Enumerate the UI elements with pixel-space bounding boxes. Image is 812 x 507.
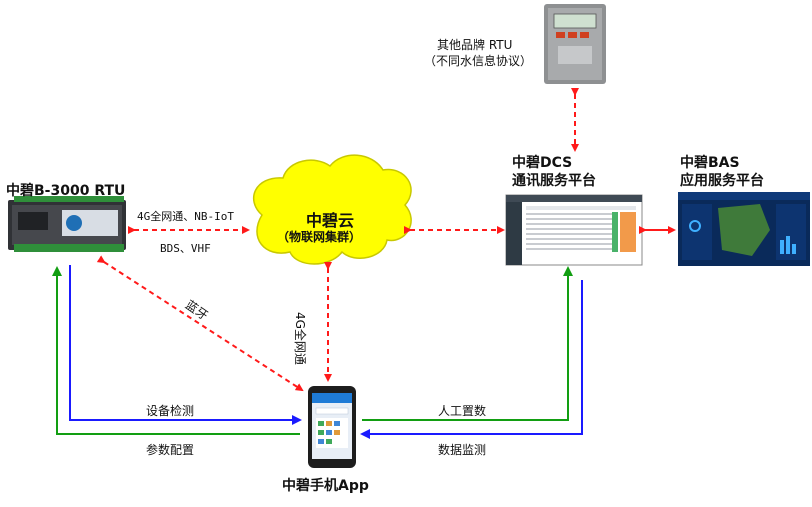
device-detect-label: 设备检测 [146, 404, 195, 418]
rtu-device-image [8, 196, 126, 252]
link-app-to-dcs-manual [362, 266, 573, 421]
rtu-title: 中碧B-3000 RTU [6, 183, 126, 199]
bas-title-line2: 应用服务平台 [680, 173, 764, 189]
cloud-title: 中碧云 [306, 211, 355, 230]
link-app-to-rtu-config [52, 266, 300, 435]
link-dcs-to-app-monitor [360, 280, 583, 439]
phone-image [308, 386, 356, 468]
bas-title-line1: 中碧BAS [680, 155, 740, 171]
data-monitor-label: 数据监测 [438, 443, 487, 457]
dcs-title-line1: 中碧DCS [512, 155, 573, 171]
rtu-cloud-link-label-top: 4G全网通、NB-IoT [137, 210, 234, 223]
bas-screenshot [678, 192, 810, 266]
cloud-subtitle: （物联网集群） [277, 230, 362, 244]
param-config-label: 参数配置 [146, 443, 195, 457]
other-rtu-title: 其他品牌 RTU [437, 38, 513, 52]
dcs-screenshot [505, 194, 643, 266]
app-title: 中碧手机App [282, 478, 369, 494]
other-rtu-subtitle: （不同水信息协议） [424, 54, 533, 68]
dcs-title-line2: 通讯服务平台 [512, 173, 596, 189]
rtu-cloud-link-label-bottom: BDS、VHF [160, 242, 211, 255]
link-bluetooth [96, 255, 304, 392]
manual-entry-label: 人工置数 [438, 404, 487, 418]
link-rtu-to-app-detect [69, 265, 302, 425]
other-rtu-image [544, 4, 606, 84]
cloud-app-link-label: 4G全网通 [293, 312, 307, 365]
